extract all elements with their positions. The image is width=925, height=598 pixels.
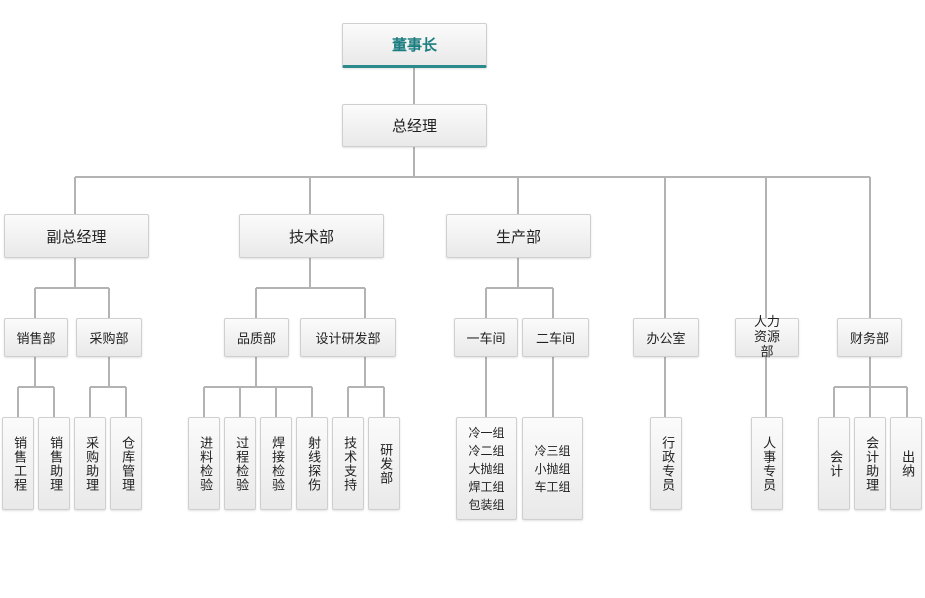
node-cashier[interactable]: 出纳 — [890, 417, 922, 510]
node-tech-dept[interactable]: 技术部 — [239, 214, 384, 258]
node-production-dept[interactable]: 生产部 — [446, 214, 591, 258]
node-chairman[interactable]: 董事长 — [342, 23, 487, 68]
node-general-manager[interactable]: 总经理 — [342, 104, 487, 147]
node-warehouse-management[interactable]: 仓库管理 — [110, 417, 142, 510]
node-accounting-assistant[interactable]: 会计助理 — [854, 417, 886, 510]
node-workshop-1-groups[interactable]: 冷一组 冷二组 大抛组 焊工组 包装组 — [456, 417, 517, 520]
group-label: 车工组 — [534, 479, 571, 494]
node-tech-support[interactable]: 技术支持 — [332, 417, 364, 510]
node-office[interactable]: 办公室 — [633, 318, 699, 357]
group-label: 冷三组 — [534, 443, 571, 458]
node-deputy-general-manager[interactable]: 副总经理 — [4, 214, 149, 258]
node-rd-office[interactable]: 研发部 — [368, 417, 400, 510]
node-admin-staff[interactable]: 行政专员 — [650, 417, 682, 510]
node-sales-assistant[interactable]: 销售助理 — [38, 417, 70, 510]
node-finance-dept[interactable]: 财务部 — [837, 318, 902, 357]
node-workshop-2[interactable]: 二车间 — [522, 318, 589, 357]
node-purchasing-dept[interactable]: 采购部 — [76, 318, 142, 357]
group-label: 包装组 — [468, 497, 505, 512]
node-sales-dept[interactable]: 销售部 — [4, 318, 68, 357]
node-workshop-2-groups[interactable]: 冷三组 小抛组 车工组 — [522, 417, 583, 520]
group-label: 小抛组 — [534, 461, 571, 476]
node-rd-dept[interactable]: 设计研发部 — [300, 318, 396, 357]
node-quality-dept[interactable]: 品质部 — [224, 318, 289, 357]
group-label: 冷一组 — [468, 425, 505, 440]
node-welding-inspection[interactable]: 焊接检验 — [260, 417, 292, 510]
node-process-inspection[interactable]: 过程检验 — [224, 417, 256, 510]
group-label: 焊工组 — [468, 479, 505, 494]
node-sales-engineer[interactable]: 销售工程 — [2, 417, 34, 510]
node-hr-dept[interactable]: 人力资源部 — [735, 315, 799, 360]
node-radiographic-testing[interactable]: 射线探伤 — [296, 417, 328, 510]
node-hr-staff[interactable]: 人事专员 — [751, 417, 783, 510]
group-label: 大抛组 — [468, 461, 505, 476]
node-accountant[interactable]: 会计 — [818, 417, 850, 510]
group-label: 冷二组 — [468, 443, 505, 458]
node-incoming-inspection[interactable]: 进料检验 — [188, 417, 220, 510]
node-workshop-1[interactable]: 一车间 — [454, 318, 518, 357]
node-purchasing-assistant[interactable]: 采购助理 — [74, 417, 106, 510]
